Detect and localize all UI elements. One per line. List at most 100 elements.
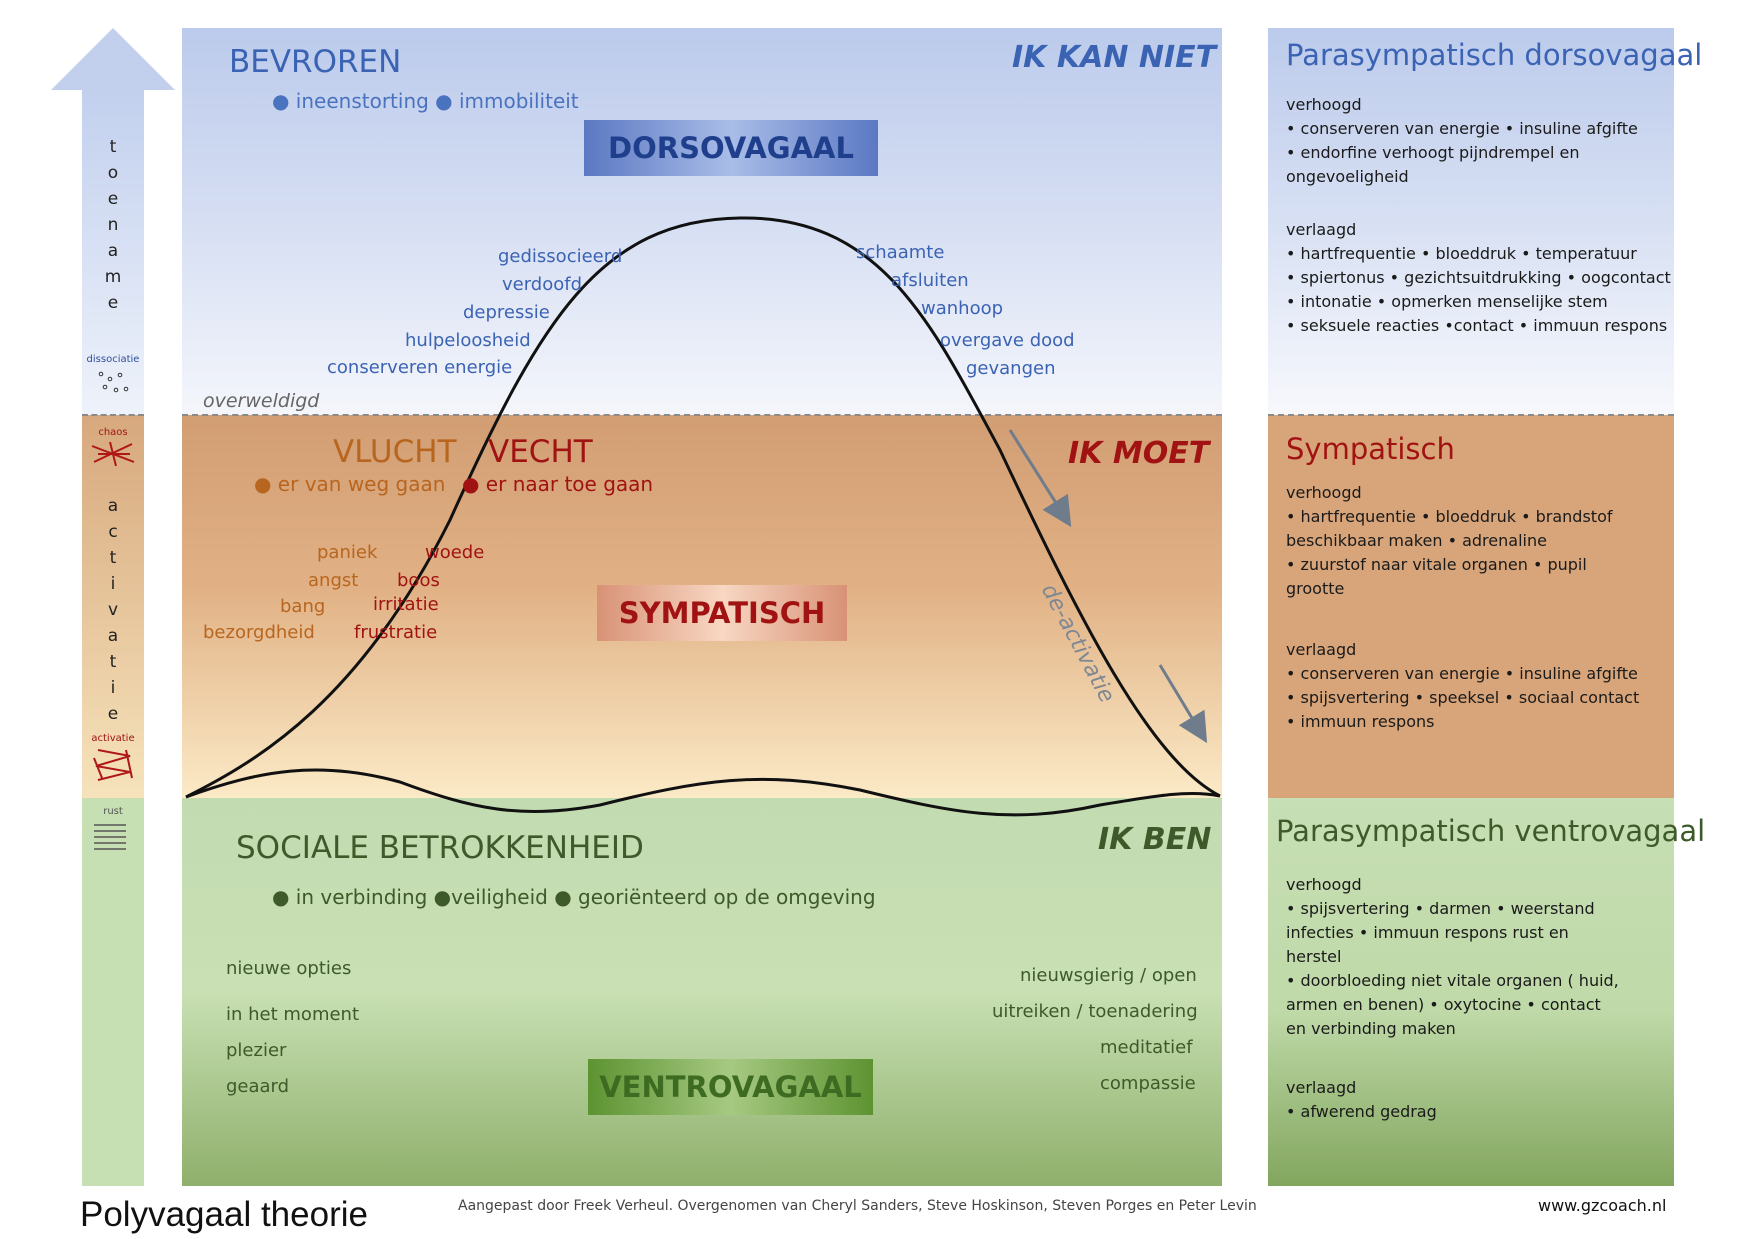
sympathetic-info-panel xyxy=(1268,415,1674,798)
vertical-letter: m xyxy=(104,267,122,287)
ventral-panel-title: Parasympatisch ventrovagaal xyxy=(1276,814,1706,848)
lowered-line: • conserveren van energie • insuline afg… xyxy=(1286,664,1638,683)
flight-word: bezorgdheid xyxy=(203,622,315,643)
ventrovagaal-label-box: VENTROVAGAAL xyxy=(588,1059,873,1115)
lowered-label: verlaagd xyxy=(1286,220,1357,239)
dorsal-right-word: afsluiten xyxy=(891,270,969,291)
rest-wave xyxy=(185,768,1221,817)
vertical-letter: t xyxy=(109,548,117,568)
ventral-right-word: nieuwsgierig / open xyxy=(1020,965,1197,986)
rust-label: rust xyxy=(103,806,123,817)
sympathetic-raised-block: verhoogd • hartfrequentie • bloeddruk • … xyxy=(1286,481,1612,601)
dorsal-right-word: gevangen xyxy=(966,358,1056,379)
sympatisch-label-box: SYMPATISCH xyxy=(597,585,847,641)
sociale-betrokkenheid-title: SOCIALE BETROKKENHEID xyxy=(236,830,644,866)
lowered-line: • seksuele reacties •contact • immuun re… xyxy=(1286,316,1668,335)
sympathetic-panel-title: Sympatisch xyxy=(1286,432,1455,466)
ventral-info-panel xyxy=(1268,798,1674,1186)
activation-zigzag-icon xyxy=(93,749,133,781)
vertical-letter: e xyxy=(107,293,119,313)
overweldigd-label: overweldigd xyxy=(203,390,320,412)
website-link[interactable]: www.gzcoach.nl xyxy=(1538,1196,1667,1215)
ventral-raised-block: verhoogd • spijsvertering • darmen • wee… xyxy=(1286,873,1619,1041)
vertical-letter: c xyxy=(108,522,118,542)
ventral-zone xyxy=(182,798,1222,1186)
raised-line: • conserveren van energie • insuline afg… xyxy=(1286,119,1638,138)
dorsovagaal-label-box: DORSOVAGAAL xyxy=(584,120,878,176)
flight-word: paniek xyxy=(317,542,378,563)
vertical-letter: e xyxy=(107,704,119,724)
dorsal-info-panel xyxy=(1268,28,1674,415)
vertical-letter: a xyxy=(107,626,119,646)
fight-word: boos xyxy=(397,570,440,591)
raised-line: herstel xyxy=(1286,947,1342,966)
vertical-letter: a xyxy=(107,496,119,516)
chaos-icon xyxy=(91,441,135,467)
flight-word: bang xyxy=(280,596,326,617)
bevroren-title: BEVROREN xyxy=(229,44,402,80)
fight-bullet: ● er naar toe gaan xyxy=(462,472,654,496)
raised-line: • zuurstof naar vitale organen • pupil xyxy=(1286,555,1587,574)
ik-moet-motto: IK MOET xyxy=(1068,436,1210,471)
ventral-right-word: meditatief xyxy=(1100,1037,1193,1058)
vertical-letter: o xyxy=(107,163,119,183)
increase-arrow-shaft xyxy=(82,90,144,415)
arousal-curve xyxy=(185,216,1221,799)
vecht-title: VECHT xyxy=(488,434,593,470)
vertical-letter: v xyxy=(107,600,119,620)
lowered-line: • spijsvertering • speeksel • sociaal co… xyxy=(1286,688,1640,707)
raised-line: • hartfrequentie • bloeddruk • brandstof xyxy=(1286,507,1613,526)
dorsal-left-word: depressie xyxy=(463,302,550,323)
dorsal-right-word: wanhoop xyxy=(921,298,1004,319)
sympathetic-lowered-block: verlaagd • conserveren van energie • ins… xyxy=(1286,638,1639,734)
raised-label: verhoogd xyxy=(1286,875,1362,894)
dorsal-right-word: schaamte xyxy=(856,242,945,263)
ventral-left-word: nieuwe opties xyxy=(226,958,352,979)
rest-column xyxy=(82,798,144,1186)
ik-ben-motto: IK BEN xyxy=(1098,822,1212,857)
credit-line: Aangepast door Freek Verheul. Overgenome… xyxy=(458,1198,1257,1214)
rest-lines-icon xyxy=(94,824,126,850)
ventral-right-word: uitreiken / toenadering xyxy=(992,1001,1198,1022)
lowered-label: verlaagd xyxy=(1286,640,1357,659)
vertical-letter: e xyxy=(107,189,119,209)
dissociatie-label: dissociatie xyxy=(86,354,140,365)
dorsal-left-word: conserveren energie xyxy=(327,357,513,378)
raised-label: verhoogd xyxy=(1286,483,1362,502)
dorsal-right-word: overgave dood xyxy=(940,330,1075,351)
dorsal-bullets: ● ineenstorting ● immobiliteit xyxy=(272,89,579,113)
overwhelm-threshold-line xyxy=(182,414,1222,416)
vertical-letter: t xyxy=(109,652,117,672)
vertical-letter: i xyxy=(110,574,116,594)
chaos-label: chaos xyxy=(98,427,128,438)
lowered-line: • spiertonus • gezichtsuitdrukking • oog… xyxy=(1286,268,1671,287)
fight-word: woede xyxy=(425,542,485,563)
ventral-lowered-block: verlaagd • afwerend gedrag xyxy=(1286,1076,1437,1124)
dorsal-left-word: verdoofd xyxy=(502,274,583,295)
raised-line: infecties • immuun respons rust en xyxy=(1286,923,1569,942)
raised-line: ongevoeligheid xyxy=(1286,167,1409,186)
raised-line: armen en benen) • oxytocine • contact xyxy=(1286,995,1601,1014)
deactivation-arrow-bottom xyxy=(1158,664,1208,744)
activation-column xyxy=(82,415,144,798)
fight-word: frustratie xyxy=(354,622,438,643)
deactivation-arrow-top xyxy=(1008,429,1072,528)
lowered-line: • intonatie • opmerken menselijke stem xyxy=(1286,292,1608,311)
dorsal-lowered-block: verlaagd • hartfrequentie • bloeddruk • … xyxy=(1286,218,1671,338)
raised-line: beschikbaar maken • adrenaline xyxy=(1286,531,1547,550)
dorsal-raised-block: verhoogd • conserveren van energie • ins… xyxy=(1286,93,1638,189)
panel-threshold-line xyxy=(1268,414,1674,416)
lowered-line: • hartfrequentie • bloeddruk • temperatu… xyxy=(1286,244,1637,263)
dorsal-left-word: hulpeloosheid xyxy=(405,330,531,351)
flight-word: angst xyxy=(308,570,359,591)
raised-line: • doorbloeding niet vitale organen ( hui… xyxy=(1286,971,1619,990)
polyvagal-theory-title: Polyvagaal theorie xyxy=(80,1195,368,1234)
ventral-right-word: compassie xyxy=(1100,1073,1196,1094)
raised-label: verhoogd xyxy=(1286,95,1362,114)
ventral-left-word: geaard xyxy=(226,1076,290,1097)
lowered-line: • afwerend gedrag xyxy=(1286,1102,1437,1121)
raised-line: • spijsvertering • darmen • weerstand xyxy=(1286,899,1595,918)
